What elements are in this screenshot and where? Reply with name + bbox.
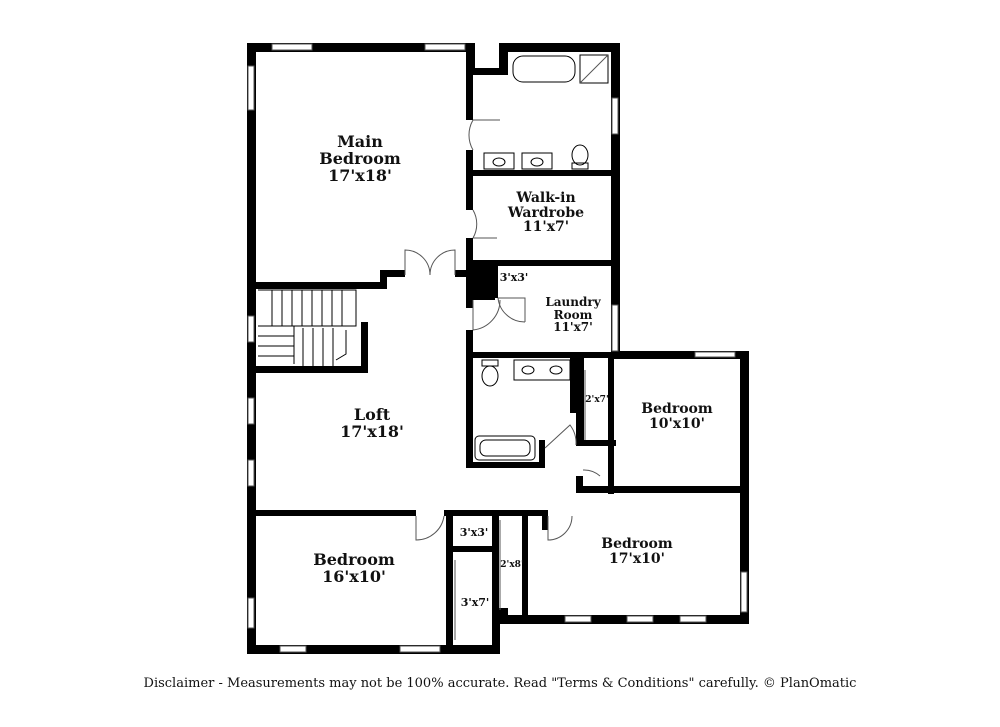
room-size: 16'x10'	[322, 566, 386, 586]
room-size: 17'x10'	[609, 550, 665, 567]
doors	[404, 119, 601, 640]
laundry-room-label: Laundry Room 11'x7'	[532, 296, 614, 334]
walk-in-wardrobe-label: Walk-in Wardrobe 11'x7'	[490, 191, 602, 235]
bath-fixtures	[474, 54, 609, 461]
room-name: Bedroom	[313, 550, 395, 569]
room-size: 2'x7'	[585, 395, 609, 405]
room-size: 2'x8'	[500, 560, 524, 570]
closet-3x3-upper-label: 3'x3'	[496, 272, 532, 284]
staircase	[258, 289, 357, 366]
room-name: Laundry	[545, 295, 601, 309]
room-size: 3'x3'	[499, 271, 529, 284]
room-size: 17'x18'	[340, 421, 404, 441]
bedroom-right-label: Bedroom 10'x10'	[622, 402, 732, 431]
room-name: Bedroom	[601, 536, 673, 552]
room-size: 10'x10'	[649, 415, 705, 432]
room-size: 3'x7'	[460, 596, 490, 609]
room-name: Room	[553, 307, 593, 322]
room-size: 3'x3'	[459, 526, 489, 539]
bedroom-lower-right-label: Bedroom 17'x10'	[582, 537, 692, 566]
room-name: Loft	[353, 405, 391, 424]
windows	[247, 43, 748, 653]
room-size: 17'x18'	[328, 165, 392, 185]
room-size: 11'x7'	[522, 219, 570, 236]
room-name: Main	[337, 132, 383, 151]
interior-walls	[256, 75, 749, 646]
closet-3x7-label: 3'x7'	[456, 597, 494, 609]
loft-label: Loft 17'x18'	[312, 405, 432, 441]
closet-2x7-label: 2'x7'	[584, 395, 610, 405]
room-size: 11'x7'	[553, 320, 593, 335]
bedroom-left-label: Bedroom 16'x10'	[294, 550, 414, 586]
room-name: Bedroom	[319, 148, 401, 168]
disclaimer-text: Disclaimer - Measurements may not be 100…	[143, 676, 857, 691]
room-name: Wardrobe	[507, 204, 585, 221]
closet-2x8-label: 2'x8'	[499, 560, 525, 570]
main-bedroom-label: Main Bedroom 17'x18'	[300, 132, 420, 185]
room-name: Walk-in	[516, 190, 576, 206]
room-name: Bedroom	[641, 401, 713, 417]
closet-3x3-lower-label: 3'x3'	[455, 527, 493, 539]
